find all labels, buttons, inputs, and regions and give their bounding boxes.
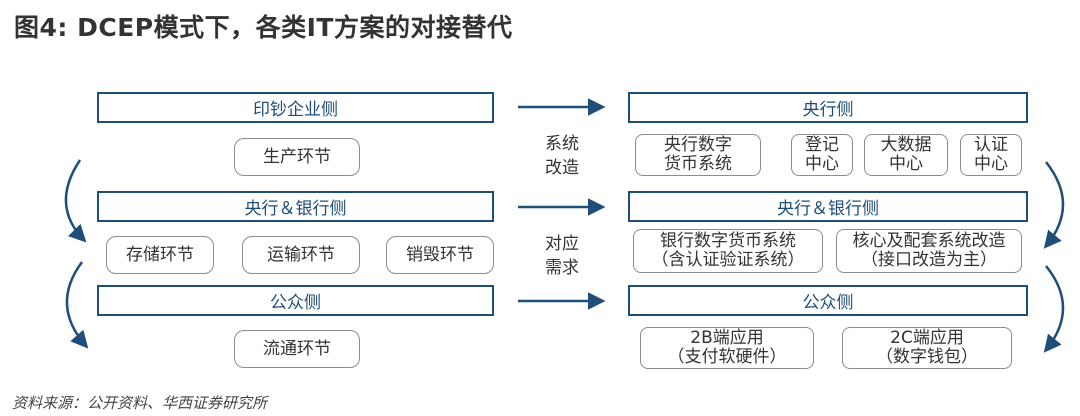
pill-bigdata-center-line2: 中心 [889,154,923,174]
pill-storage-label: 存储环节 [126,244,194,265]
left-band-public: 公众侧 [97,285,494,316]
left-band-mint: 印钞企业侧 [97,92,494,123]
label-system-transform-line2: 改造 [545,158,579,178]
pill-registration-center-line1: 登记 [805,135,839,155]
label-system-transform: 系统 改造 [538,132,586,180]
pill-core-system-line2: （接口改造为主） [861,250,997,270]
figure-title: 图4: DCEP模式下，各类IT方案的对接替代 [14,13,513,42]
pill-destroy: 销毁环节 [386,236,494,274]
pill-circulation: 流通环节 [234,330,360,368]
label-corresponding-demand: 对应 需求 [538,232,586,280]
label-corresponding-demand-line1: 对应 [545,234,579,254]
pill-2b-app-line1: 2B端应用 [690,328,764,348]
pill-bigdata-center-line1: 大数据 [880,135,932,155]
pill-production: 生产环节 [234,138,360,176]
pill-2b-app-line2: （支付软硬件） [667,347,787,367]
pill-2b-app: 2B端应用 （支付软硬件） [640,327,814,369]
right-band-central-bank: 央行侧 [628,92,1028,123]
pill-dcep-system: 央行数字 货币系统 [635,134,761,176]
arrow-curve-right-1 [1043,161,1065,249]
right-band-public-label: 公众侧 [802,293,854,313]
pill-auth-center: 认证 中心 [960,134,1022,176]
arrow-curve-left-1 [64,159,87,243]
left-band-bank: 央行＆银行侧 [97,191,494,222]
pill-2c-app-line1: 2C端应用 [890,328,964,348]
right-band-bank-label: 央行＆银行侧 [777,199,879,219]
pill-transport-label: 运输环节 [267,244,335,265]
pill-2c-app: 2C端应用 （数字钱包） [842,327,1012,369]
arrow-curve-left-2 [65,261,89,349]
label-system-transform-line1: 系统 [545,134,579,154]
pill-core-system-line1: 核心及配套系统改造 [852,231,1006,251]
pill-circulation-label: 流通环节 [263,338,331,359]
left-band-public-label: 公众侧 [270,293,321,313]
pill-dcep-system-line1: 央行数字 [664,135,732,155]
left-band-mint-label: 印钞企业侧 [253,100,338,120]
source-note: 资料来源：公开资料、华西证券研究所 [12,394,268,412]
pill-storage: 存储环节 [106,236,214,274]
left-band-bank-label: 央行＆银行侧 [244,199,347,219]
pill-transport: 运输环节 [242,236,360,274]
pill-2c-app-line2: （数字钱包） [876,347,978,367]
pill-bank-dc-system-line1: 银行数字货币系统 [660,231,796,251]
pill-dcep-system-line2: 货币系统 [664,154,732,174]
pill-auth-center-line2: 中心 [974,154,1008,174]
label-corresponding-demand-line2: 需求 [545,258,579,278]
pill-registration-center: 登记 中心 [791,134,853,176]
pill-core-system: 核心及配套系统改造 （接口改造为主） [836,229,1022,273]
pill-bigdata-center: 大数据 中心 [864,134,948,176]
pill-bank-dc-system-line2: （含认证验证系统） [651,250,805,270]
right-band-bank: 央行＆银行侧 [628,191,1028,222]
pill-auth-center-line1: 认证 [974,135,1008,155]
arrow-curve-right-2 [1043,265,1065,353]
right-band-central-bank-label: 央行侧 [802,100,854,120]
pill-destroy-label: 销毁环节 [406,244,474,265]
pill-production-label: 生产环节 [263,146,331,167]
pill-registration-center-line2: 中心 [805,154,839,174]
pill-bank-dc-system: 银行数字货币系统 （含认证验证系统） [633,229,823,273]
right-band-public: 公众侧 [628,285,1028,316]
